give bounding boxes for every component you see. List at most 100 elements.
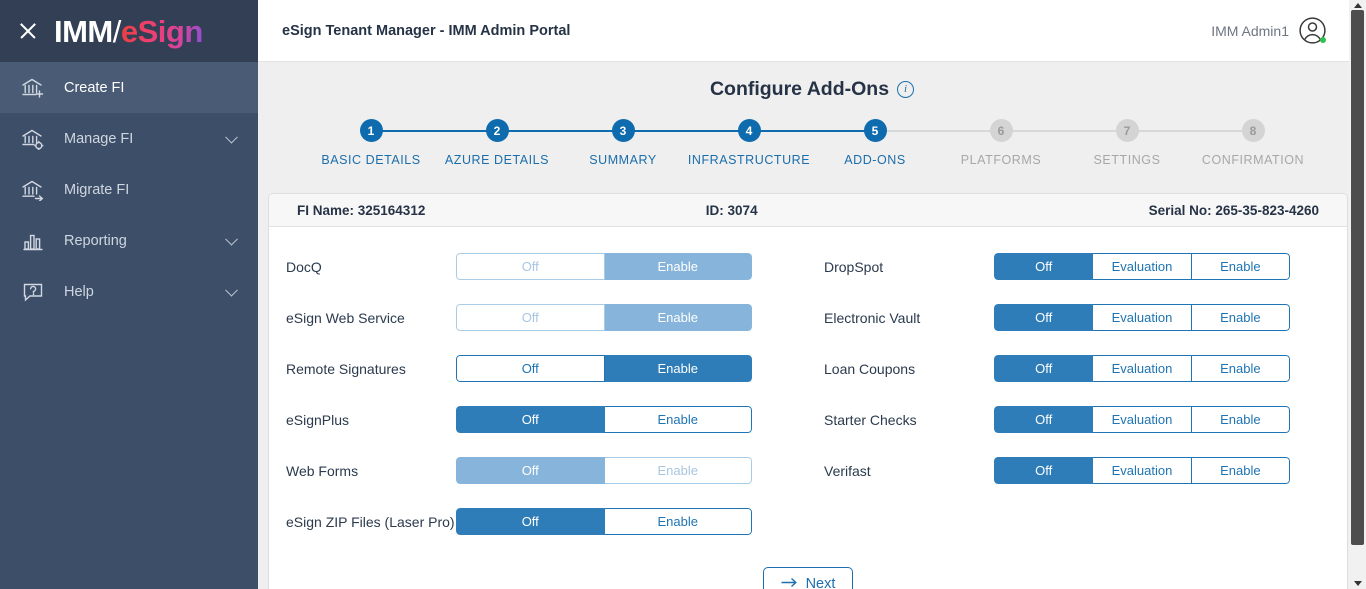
main-area: eSign Tenant Manager - IMM Admin Portal … <box>258 0 1366 589</box>
toggle-option-off[interactable]: Off <box>994 457 1094 484</box>
stepper-label: PLATFORMS <box>960 153 1042 167</box>
close-icon[interactable] <box>18 21 38 41</box>
scrollbar-thumb[interactable] <box>1351 10 1364 545</box>
toggle-option-off[interactable]: Off <box>456 508 605 535</box>
stepper-connector <box>497 130 623 132</box>
toggle-option-enable[interactable]: Enable <box>1191 304 1290 331</box>
bank-gear-icon <box>18 128 48 150</box>
sidebar-item-label: Migrate FI <box>64 181 130 198</box>
toggle-option-off[interactable]: Off <box>994 355 1094 382</box>
toggle-option-enable[interactable]: Enable <box>1191 406 1290 433</box>
toggle-option-evaluation[interactable]: Evaluation <box>1093 355 1192 382</box>
sidebar-item-reporting[interactable]: Reporting <box>0 215 258 266</box>
toggle-option-off: Off <box>456 304 605 331</box>
stepper-connector <box>371 130 497 132</box>
toggle-option-evaluation[interactable]: Evaluation <box>1093 406 1192 433</box>
stepper-label: SUMMARY <box>589 153 657 167</box>
user-name-label: IMM Admin1 <box>1211 22 1289 39</box>
stepper-label: ADD-ONS <box>844 153 906 167</box>
addon-name-label: Starter Checks <box>824 411 917 428</box>
stepper-circle: 4 <box>737 119 761 142</box>
sidebar: IMM/eSign Create FI Manage FI Migrate FI Re… <box>0 0 258 589</box>
chevron-down-icon[interactable] <box>225 232 238 246</box>
stepper-connector <box>623 130 749 132</box>
sidebar-item-migrate-fi[interactable]: Migrate FI <box>0 164 258 215</box>
stepper-circle: 6 <box>989 119 1013 142</box>
toggle-option-enable[interactable]: Enable <box>604 406 752 433</box>
sidebar-item-label: Create FI <box>64 79 125 96</box>
stepper-label: BASIC DETAILS <box>321 153 421 167</box>
stepper-label: CONFIRMATION <box>1201 153 1305 167</box>
scroll-up-arrow-icon[interactable] <box>1354 3 1362 8</box>
toggle-option-evaluation[interactable]: Evaluation <box>1093 253 1192 280</box>
stepper-connector <box>875 130 1001 132</box>
toggle-option-evaluation[interactable]: Evaluation <box>1093 457 1192 484</box>
info-icon[interactable]: i <box>897 81 915 98</box>
page-scrollbar[interactable] <box>1349 0 1366 589</box>
toggle-option-enable[interactable]: Enable <box>604 355 752 382</box>
toggle-option-evaluation[interactable]: Evaluation <box>1093 304 1192 331</box>
page-title: Configure Add-Ons <box>709 78 890 100</box>
top-bar: eSign Tenant Manager - IMM Admin Portal … <box>258 0 1366 62</box>
stepper-connector <box>749 130 875 132</box>
addon-name-label: Web Forms <box>286 462 359 479</box>
stepper-circle: 7 <box>1115 119 1139 142</box>
user-avatar-icon[interactable] <box>1299 17 1326 44</box>
toggle-option-off[interactable]: Off <box>994 304 1094 331</box>
stepper-connector <box>1127 130 1253 132</box>
sidebar-item-label: Manage FI <box>64 130 134 147</box>
next-button[interactable]: Next <box>762 567 854 589</box>
stepper-circle: 1 <box>359 119 383 142</box>
toggle-option-off[interactable]: Off <box>994 253 1094 280</box>
toggle-option-off[interactable]: Off <box>994 406 1094 433</box>
toggle-option-enable[interactable]: Enable <box>1191 457 1290 484</box>
toggle-option-enable[interactable]: Enable <box>1191 355 1290 382</box>
stepper-circle: 5 <box>863 119 887 142</box>
sidebar-item-manage-fi[interactable]: Manage FI <box>0 113 258 164</box>
addon-name-label: eSign Web Service <box>286 309 405 326</box>
toggle-option-off[interactable]: Off <box>456 406 605 433</box>
topbar-user-area[interactable]: IMM Admin1 <box>1211 17 1326 44</box>
chevron-down-icon[interactable] <box>225 130 238 144</box>
addon-name-label: Remote Signatures <box>286 360 406 377</box>
chevron-down-icon[interactable] <box>225 283 238 297</box>
app-logo: IMM/eSign <box>54 16 203 47</box>
addon-name-label: eSign ZIP Files (Laser Pro) <box>286 513 455 530</box>
scroll-down-arrow-icon[interactable] <box>1354 581 1362 586</box>
toggle-option-off[interactable]: Off <box>456 355 605 382</box>
next-button-label: Next <box>805 576 836 589</box>
stepper-circle: 8 <box>1241 119 1265 142</box>
bank-arrow-icon <box>18 179 48 201</box>
toggle-option-enable[interactable]: Enable <box>604 508 752 535</box>
sidebar-item-help[interactable]: Help <box>0 266 258 317</box>
stepper-label: INFRASTRUCTURE <box>687 153 811 167</box>
sidebar-item-create-fi[interactable]: Create FI <box>0 62 258 113</box>
toggle-option-enable[interactable]: Enable <box>1191 253 1290 280</box>
